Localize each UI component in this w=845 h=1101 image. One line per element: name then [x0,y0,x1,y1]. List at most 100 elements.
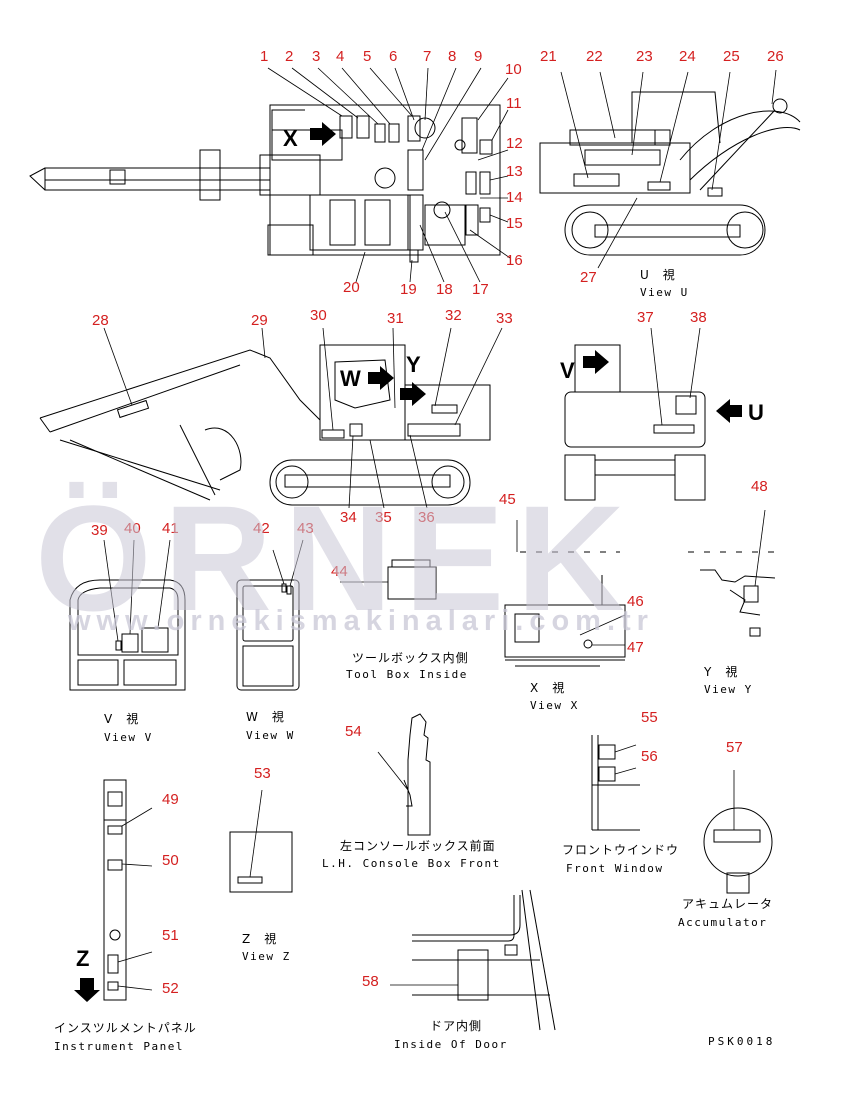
caption-window-jp: フロントウインドウ [562,843,679,857]
callout-number: 33 [496,310,513,327]
caption-panel-jp: インスツルメントパネル [54,1021,197,1035]
callout-number: 57 [726,739,743,756]
callout-number: 11 [506,95,522,112]
view-letters: X Y W V U Z [76,126,764,971]
callout-number: 31 [387,310,404,327]
callout-number: 44 [331,563,348,580]
door-drawing [390,889,556,1031]
rear-view-leader-lines [650,327,701,426]
view-letter-v: V [560,358,575,383]
view-u-leader-lines [560,69,777,269]
callout-number: 26 [767,48,784,65]
view-letter-y: Y [406,352,421,377]
watermark-brand: ÖRNEK [35,474,637,642]
callout-number: 29 [251,312,268,329]
callout-number: 49 [162,791,179,808]
callout-number: 30 [310,307,327,324]
callout-number: 40 [124,520,141,537]
caption-door-en: Inside Of Door [394,1038,508,1051]
callout-number: 2 [285,48,293,65]
caption-view-z-jp: Z 視 [242,931,277,946]
caption-toolbox-en: Tool Box Inside [346,668,468,681]
callout-number: 43 [297,520,314,537]
callout-number: 4 [336,48,344,65]
callout-number: 48 [751,478,768,495]
callout-number: 28 [92,312,109,329]
caption-accum-en: Accumulator [678,916,767,929]
callout-number: 9 [474,48,482,65]
caption-console-jp: 左コンソールボックス前面 [340,838,496,853]
instrument-panel-drawing [74,779,153,1002]
watermark-url: www.ornekismakinalari.com.tr [67,605,654,637]
caption-console-en: L.H. Console Box Front [322,857,501,870]
caption-view-u-en: View U [640,286,689,299]
callout-number: 6 [389,48,397,65]
caption-view-x-en: View X [530,699,579,712]
callout-number: 12 [506,135,523,152]
side-view-leader-lines [103,327,503,509]
captions: U 視 View U V 視 View V W 視 View W ツールボックス… [54,267,773,1053]
callout-number: 22 [586,48,603,65]
caption-view-y-jp: Y 視 [703,664,738,679]
watermark: ÖRNEK www.ornekismakinalari.com.tr [35,474,654,642]
view-w-leader-lines [272,539,304,587]
callout-number: 16 [506,252,523,269]
caption-view-w-jp: W 視 [246,709,285,724]
callout-number: 54 [345,723,362,740]
callout-numbers: 1 2 3 4 5 6 7 8 9 10 11 12 13 14 15 16 1… [91,48,784,997]
caption-accum-jp: アキュムレータ [682,897,773,911]
callout-number: 19 [400,281,417,298]
callout-number: 8 [448,48,456,65]
callout-number: 52 [162,980,179,997]
caption-view-v-jp: V 視 [104,711,139,726]
caption-window-en: Front Window [566,862,663,875]
view-w-drawing [236,579,300,691]
callout-number: 34 [340,509,357,526]
view-y-drawing [688,509,776,637]
view-u-drawing [539,91,801,256]
caption-view-w-en: View W [246,729,295,742]
caption-view-u-jp: U 視 [640,267,676,282]
callout-number: 55 [641,709,658,726]
callout-number: 23 [636,48,653,65]
callout-number: 58 [362,973,379,990]
callout-number: 7 [423,48,431,65]
caption-door-jp: ドア内側 [430,1019,482,1033]
view-letter-u: U [748,400,764,425]
callout-number: 39 [91,522,108,539]
rear-view-drawing [564,344,742,501]
callout-number: 15 [506,215,523,232]
front-window-drawing [591,735,640,831]
accumulator-drawing [703,770,773,894]
callout-number: 38 [690,309,707,326]
toolbox-drawing [340,559,437,600]
view-v-drawing [69,579,186,691]
callout-number: 53 [254,765,271,782]
view-v-leader-lines [103,539,171,642]
caption-view-y-en: View Y [704,683,753,696]
callout-number: 50 [162,852,179,869]
view-x-drawing [504,520,626,667]
callout-number: 51 [162,927,179,944]
caption-view-v-en: View V [104,731,153,744]
view-letter-x: X [283,126,298,151]
view-letter-w: W [340,366,361,391]
plan-view-leader-lines [267,67,511,283]
caption-view-x-jp: X 視 [530,680,565,695]
callout-number: 20 [343,279,360,296]
plan-view-drawing [29,104,501,263]
console-drawing [377,713,431,836]
callout-number: 45 [499,491,516,508]
callout-number: 5 [363,48,371,65]
caption-view-z-en: View Z [242,950,291,963]
callout-number: 1 [260,48,268,65]
callout-number: 47 [627,639,644,656]
callout-number: 17 [472,281,489,298]
callout-number: 14 [506,189,523,206]
caption-toolbox-jp: ツールボックス内側 [352,651,469,665]
callout-number: 24 [679,48,696,65]
callout-number: 56 [641,748,658,765]
callout-number: 36 [418,509,435,526]
